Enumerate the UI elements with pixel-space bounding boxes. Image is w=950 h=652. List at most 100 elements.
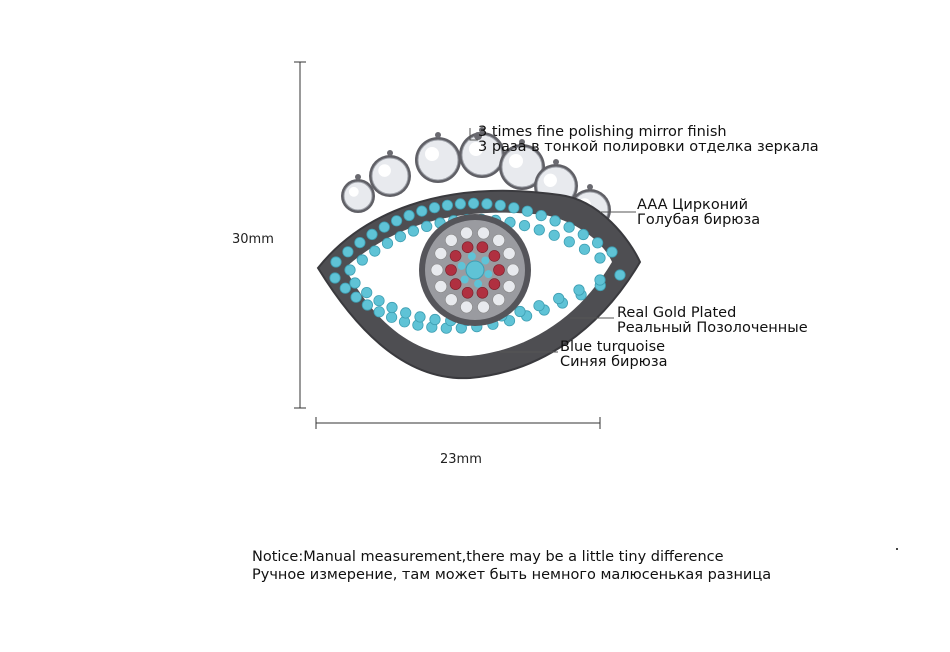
turquoise-bead	[329, 272, 341, 284]
crown-crystal	[343, 181, 373, 211]
turquoise-bead	[400, 307, 412, 319]
height-dimension-line	[294, 61, 306, 409]
notice-en: Notice:Manual measurement,there may be a…	[252, 549, 724, 565]
crown-tip	[474, 132, 482, 140]
turquoise-bead	[594, 252, 606, 264]
crown-prong	[587, 184, 593, 190]
callout-polish-ru: 3 раза в тонкой полировки отделка зеркал…	[478, 139, 819, 155]
iris-inner-bead	[484, 270, 493, 279]
turquoise-bead	[514, 305, 526, 318]
turquoise-bead	[578, 243, 591, 255]
turquoise-bead	[390, 215, 403, 227]
turquoise-bead	[428, 202, 441, 214]
iris-crystal	[477, 226, 490, 240]
width-dimension-line	[315, 417, 601, 429]
iris-crystal	[460, 300, 473, 314]
iris-garnet	[449, 278, 462, 290]
crystal-highlight	[348, 186, 359, 197]
stray-dot	[896, 548, 898, 550]
turquoise-bead	[518, 220, 531, 232]
turquoise-bead	[373, 306, 385, 318]
turquoise-bead	[354, 237, 366, 249]
iris-crystal	[492, 293, 506, 307]
turquoise-bead	[421, 220, 433, 232]
notice-ru: Ручное измерение, там может быть немного…	[252, 567, 772, 583]
iris-crystal	[502, 280, 516, 293]
iris-garnet	[476, 286, 489, 299]
callout-zircon-en: AAA Цирконий	[637, 197, 749, 213]
crystal-highlight	[378, 164, 391, 177]
crystal-highlight	[543, 173, 557, 187]
crown-prong	[387, 150, 393, 156]
turquoise-bead	[361, 286, 373, 299]
iris-inner-bead	[481, 256, 490, 265]
turquoise-bead	[533, 224, 545, 236]
turquoise-bead	[508, 202, 520, 214]
iris-garnet	[488, 250, 501, 262]
turquoise-bead	[521, 205, 534, 217]
turquoise-bead	[429, 313, 441, 326]
crown-crystal	[417, 139, 459, 181]
turquoise-bead	[467, 197, 480, 209]
crown-prong	[519, 139, 525, 145]
iris-crystal	[492, 234, 506, 247]
crown-crystal	[371, 157, 409, 195]
iris-garnet	[461, 286, 474, 299]
iris-garnet	[476, 241, 489, 253]
turquoise-bead	[549, 215, 561, 227]
callout-gold: Real Gold Plated Реальный Позолоченные	[617, 306, 808, 336]
iris-inner-bead	[457, 261, 466, 270]
width-label: 23mm	[440, 452, 482, 467]
iris-garnet	[488, 278, 501, 290]
turquoise-bead	[414, 311, 426, 323]
crystal-highlight	[509, 154, 523, 168]
callout-turquoise-en: Blue turquoise	[560, 339, 666, 355]
turquoise-bead	[394, 231, 406, 243]
iris-crystal	[444, 293, 458, 307]
turquoise-bead	[386, 301, 398, 314]
crown-prong	[435, 132, 441, 138]
iris-stones	[430, 226, 520, 314]
callout-polish: 3 times fine polishing mirror finish 3 р…	[478, 125, 819, 155]
turquoise-bead	[481, 198, 493, 210]
callout-gold-ru: Реальный Позолоченные	[617, 320, 808, 336]
turquoise-bead	[366, 228, 378, 240]
iris-crystal	[444, 234, 458, 247]
iris-inner-bead	[467, 252, 476, 261]
turquoise-bead	[577, 228, 589, 241]
turquoise-bead	[407, 225, 419, 237]
crown-prong	[479, 127, 485, 133]
turquoise-bead	[591, 237, 604, 249]
turquoise-bead	[535, 210, 547, 222]
iris-inner-bead	[474, 279, 483, 288]
turquoise-bead	[614, 269, 626, 281]
iris-crystal	[434, 280, 448, 293]
iris-crystal	[477, 300, 490, 314]
turquoise-bead	[563, 221, 575, 233]
pupil-turquoise	[465, 260, 485, 280]
iris-garnet	[493, 264, 505, 276]
turquoise-bead	[548, 229, 560, 241]
iris-crystal	[430, 263, 444, 277]
turquoise-bead	[339, 282, 351, 294]
turquoise-bead	[553, 292, 565, 305]
turquoise-bead	[378, 221, 390, 233]
turquoise-bead	[349, 277, 361, 289]
turquoise-bead	[373, 295, 385, 307]
callout-leaders	[469, 128, 636, 353]
crystal-highlight	[469, 142, 483, 156]
turquoise-bead	[494, 199, 506, 211]
turquoise-bead	[361, 299, 373, 311]
turquoise-bead	[342, 246, 354, 258]
turquoise-bead	[441, 199, 453, 211]
iris-crystal	[460, 226, 473, 240]
height-label: 30mm	[232, 232, 274, 247]
turquoise-bead	[344, 264, 356, 276]
turquoise-bead	[369, 245, 381, 257]
turquoise-bead	[594, 274, 606, 286]
turquoise-bead	[573, 284, 585, 296]
callout-polish-en: 3 times fine polishing mirror finish	[478, 124, 727, 140]
callout-zircon-ru: Голубая бирюза	[637, 212, 761, 228]
crown-prong	[553, 159, 559, 165]
